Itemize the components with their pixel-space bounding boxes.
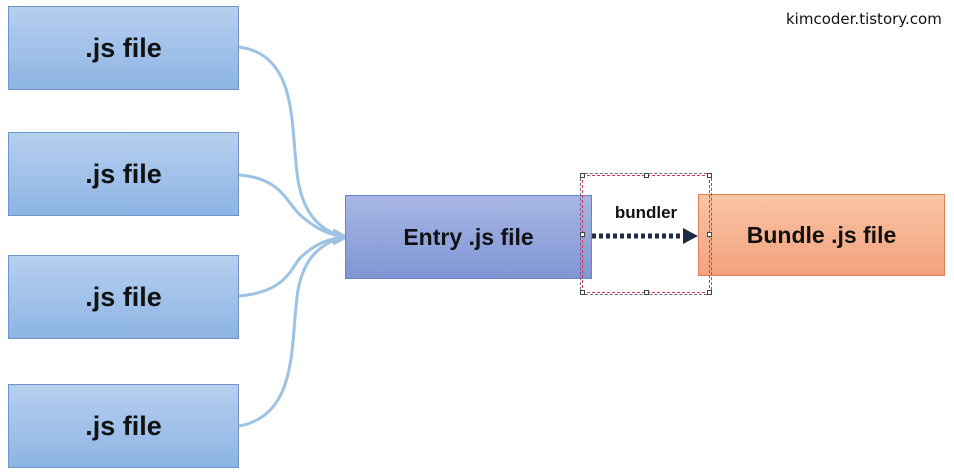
resize-handle-top-left[interactable] [580,173,585,178]
connector-curve-4 [238,235,344,428]
resize-handle-bottom[interactable] [644,290,649,295]
source-file-label: .js file [85,410,162,441]
connector-curve-1 [238,45,344,239]
source-file-box-3: .js file [8,255,239,339]
source-file-label: .js file [85,281,162,312]
resize-handle-right[interactable] [707,232,712,237]
resize-handle-top-right[interactable] [707,173,712,178]
bundler-selection-frame[interactable] [580,173,712,295]
watermark-text: kimcoder.tistory.com [786,10,942,28]
resize-handle-left[interactable] [580,232,585,237]
source-file-box-1: .js file [8,6,239,90]
entry-file-label: Entry .js file [403,223,534,250]
resize-handle-bottom-left[interactable] [580,290,585,295]
entry-file-box: Entry .js file [345,195,592,279]
source-file-box-2: .js file [8,132,239,216]
connector-curve-2 [238,173,344,239]
source-file-box-4: .js file [8,384,239,468]
bundle-file-box: Bundle .js file [698,194,945,276]
bundler-arrow-head [683,228,698,244]
bundle-file-label: Bundle .js file [746,221,897,248]
resize-handle-bottom-right[interactable] [707,290,712,295]
source-file-label: .js file [85,158,162,189]
source-file-label: .js file [85,32,162,63]
resize-handle-top[interactable] [644,173,649,178]
connector-curve-3 [238,235,344,298]
bundler-label: bundler [614,203,678,222]
